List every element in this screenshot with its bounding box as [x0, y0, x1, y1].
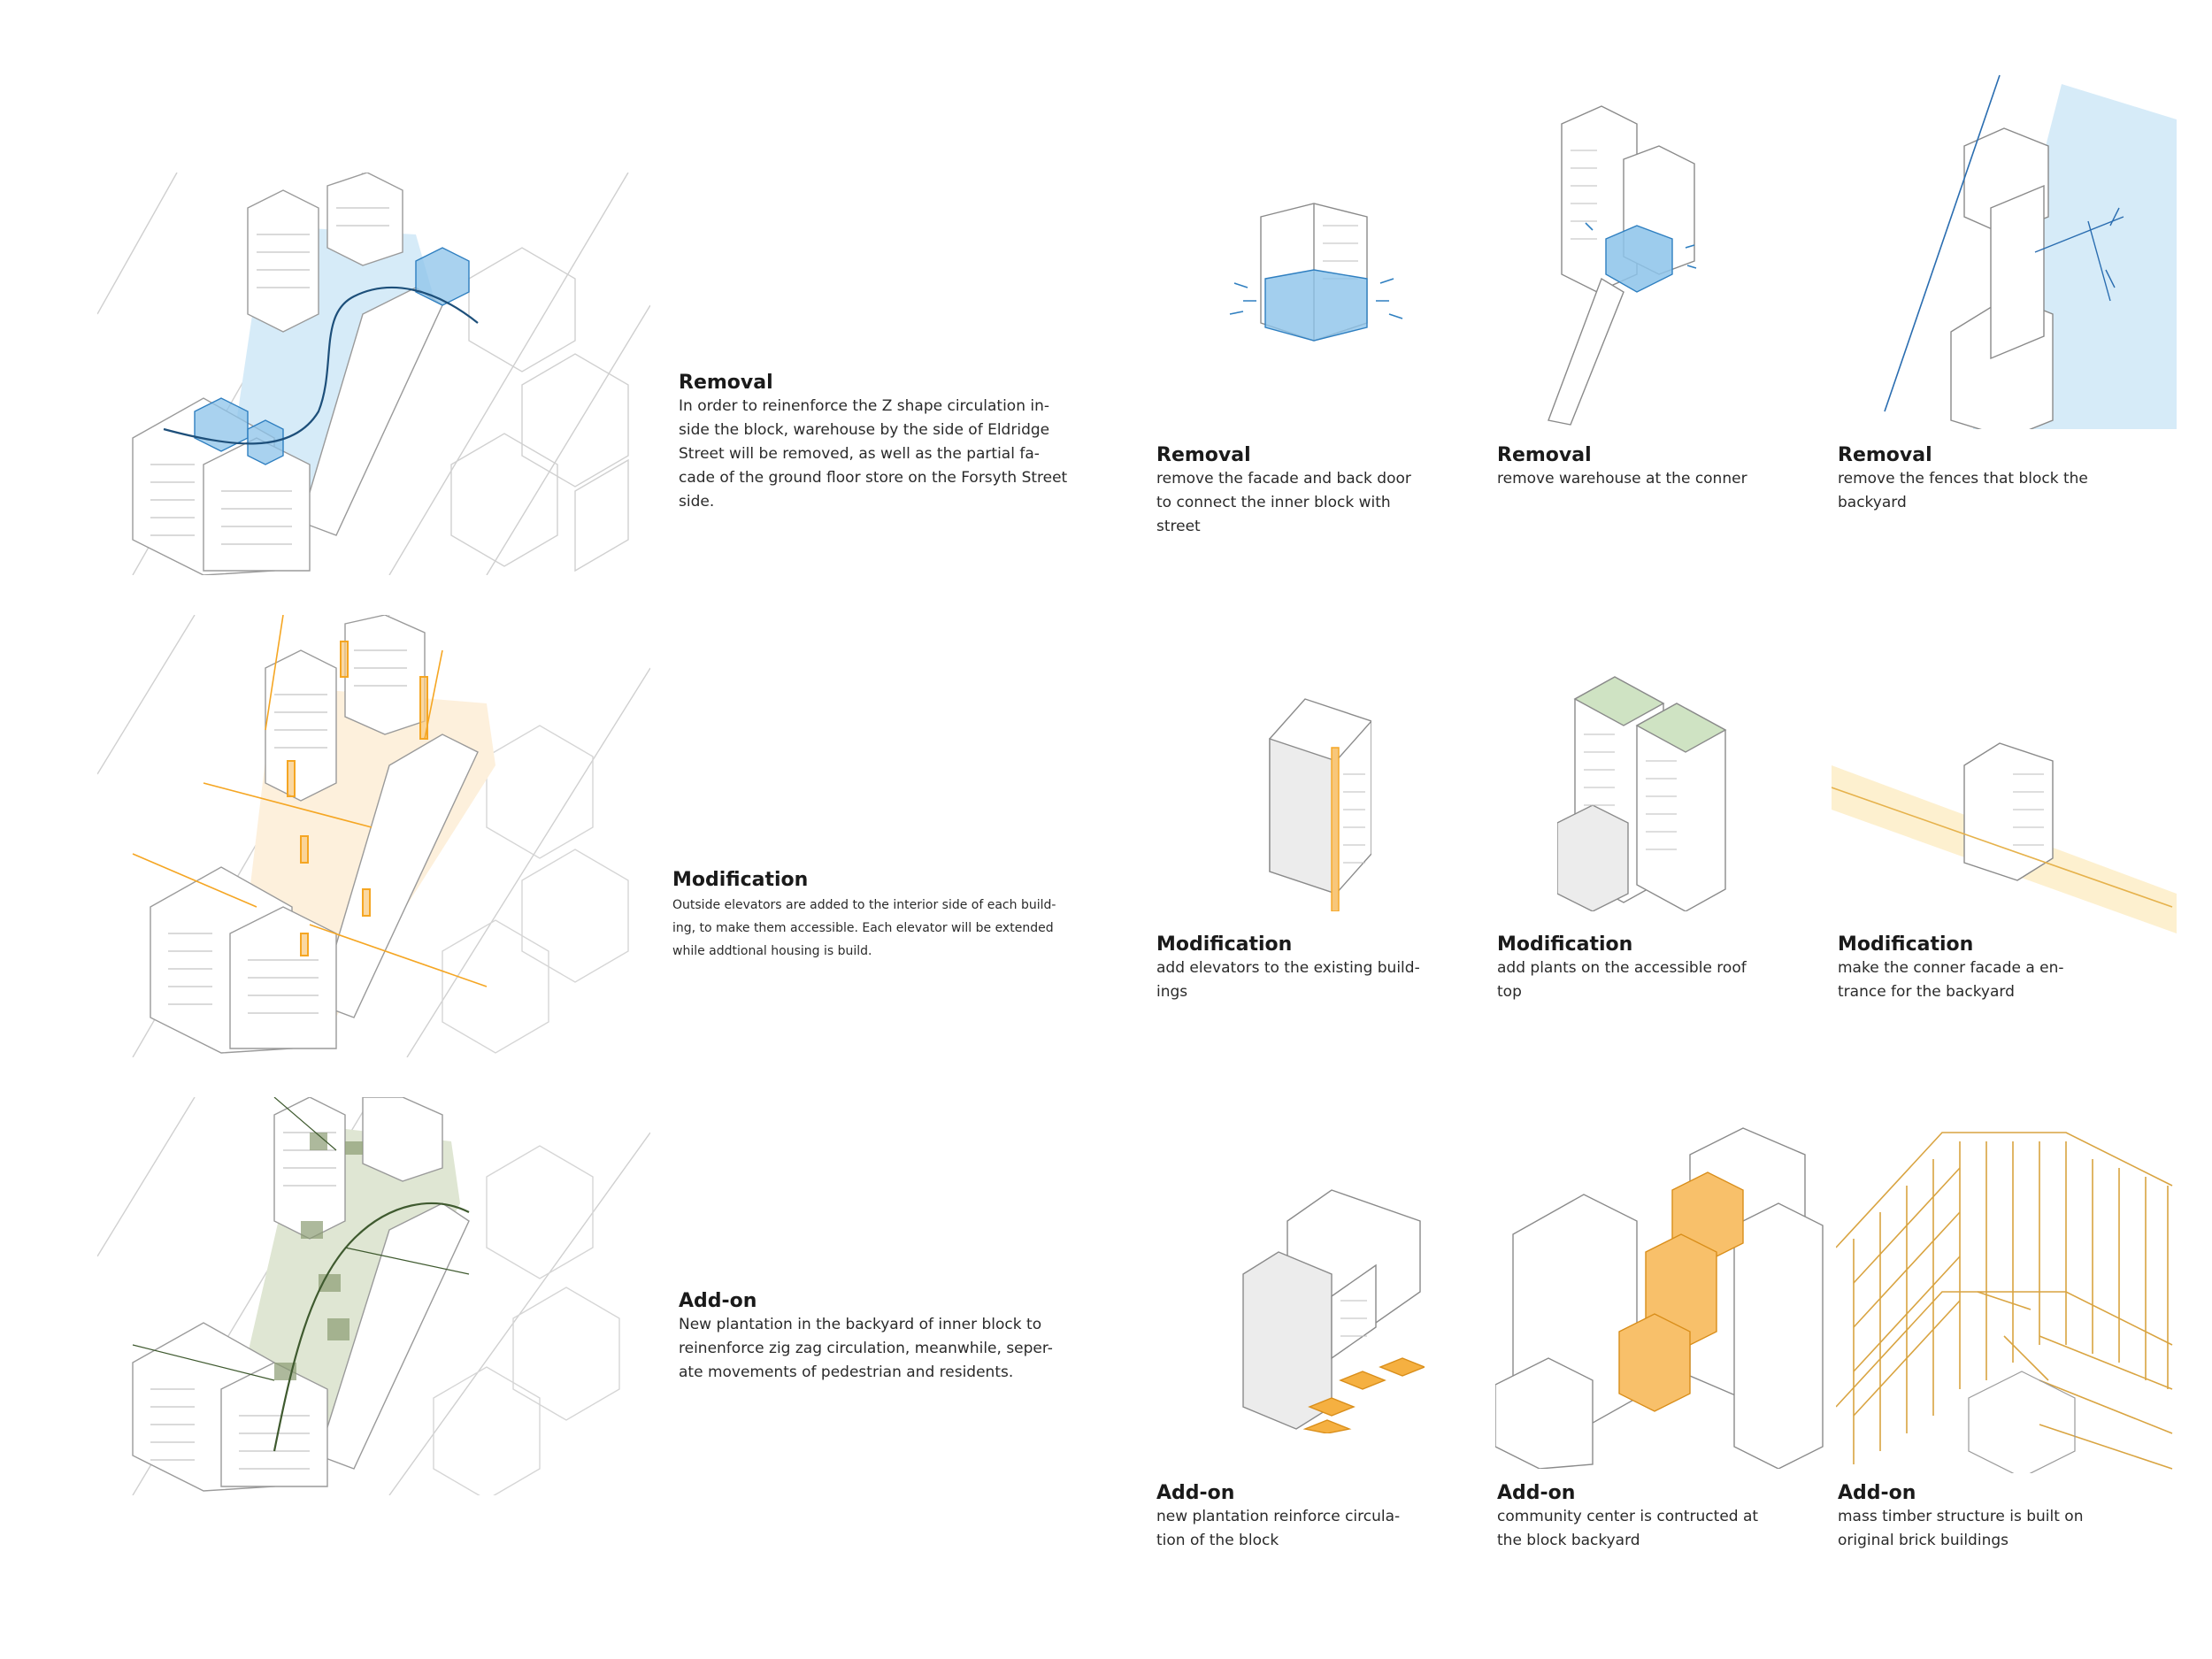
- row-description-removal: In order to reinenforce the Z shape circ…: [679, 397, 1068, 511]
- row-heading-addon: Add-on: [679, 1290, 757, 1312]
- item-text-removal-2: remove warehouse at the conner: [1497, 470, 1747, 488]
- removal-warehouse-axonometric: [1526, 97, 1712, 429]
- item-text-removal-1: remove the facade and back door to conne…: [1156, 470, 1411, 535]
- removal-block-axonometric: [97, 173, 650, 575]
- item-text-addon-2: community center is contructed at the bl…: [1497, 1508, 1759, 1549]
- row-heading-modification: Modification: [672, 869, 809, 891]
- modification-elevator-axonometric: [1256, 695, 1371, 911]
- row-description-addon: New plantation in the backyard of inner …: [679, 1316, 1053, 1381]
- addon-plantation-axonometric: [1234, 1186, 1425, 1433]
- row-description-modification: Outside elevators are added to the inter…: [672, 898, 1056, 958]
- removal-fences-axonometric: [1867, 66, 2177, 429]
- modification-roof-plants-axonometric: [1557, 672, 1734, 911]
- item-title-modification-1: Modification: [1156, 933, 1293, 956]
- item-text-addon-1: new plantation reinforce circula- tion o…: [1156, 1508, 1401, 1549]
- modification-block-axonometric: [97, 615, 650, 1057]
- row-heading-removal: Removal: [679, 372, 773, 394]
- item-text-modification-1: add elevators to the existing build- ing…: [1156, 959, 1420, 1001]
- item-text-modification-2: add plants on the accessible roof top: [1497, 959, 1747, 1001]
- item-title-removal-1: Removal: [1156, 444, 1251, 466]
- item-text-addon-3: mass timber structure is built on origin…: [1838, 1508, 2084, 1549]
- item-title-modification-2: Modification: [1497, 933, 1633, 956]
- item-title-modification-3: Modification: [1838, 933, 1974, 956]
- addon-mass-timber-axonometric: [1836, 1115, 2177, 1473]
- item-title-addon-3: Add-on: [1838, 1482, 1916, 1504]
- item-title-removal-3: Removal: [1838, 444, 1932, 466]
- item-title-removal-2: Removal: [1497, 444, 1592, 466]
- item-text-removal-3: remove the fences that block the backyar…: [1838, 470, 2088, 511]
- item-text-modification-3: make the conner facade a en- trance for …: [1838, 959, 2064, 1001]
- item-title-addon-1: Add-on: [1156, 1482, 1235, 1504]
- addon-block-axonometric: [97, 1097, 650, 1495]
- removal-facade-axonometric: [1225, 199, 1407, 358]
- modification-corner-entrance-axonometric: [1832, 739, 2177, 933]
- addon-community-center-axonometric: [1495, 1119, 1836, 1469]
- item-title-addon-2: Add-on: [1497, 1482, 1576, 1504]
